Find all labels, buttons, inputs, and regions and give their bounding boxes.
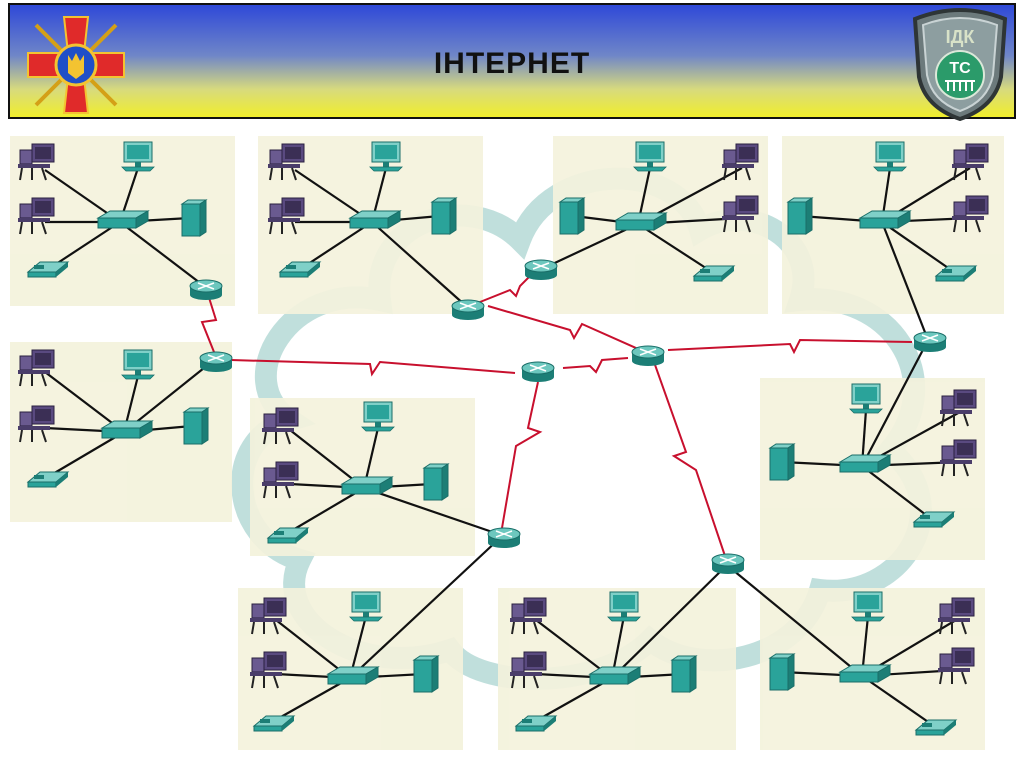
pc-icon[interactable] — [121, 349, 155, 380]
pc-icon[interactable] — [633, 141, 667, 172]
slide-header: ІНТЕРНЕТ ІДК ТС — [8, 3, 1016, 122]
switch-icon[interactable] — [859, 210, 911, 229]
switch-icon[interactable] — [839, 664, 891, 683]
router-icon[interactable] — [521, 361, 555, 383]
switch-icon[interactable] — [839, 454, 891, 473]
server-icon[interactable] — [559, 197, 585, 235]
switch-icon[interactable] — [97, 210, 149, 229]
switch-icon[interactable] — [101, 420, 153, 439]
pc-icon[interactable] — [607, 591, 641, 622]
router-icon[interactable] — [189, 279, 223, 301]
pc-icon[interactable] — [849, 383, 883, 414]
server-icon[interactable] — [423, 463, 449, 501]
router-icon[interactable] — [487, 527, 521, 549]
server-icon[interactable] — [431, 197, 457, 235]
pc-icon[interactable] — [873, 141, 907, 172]
router-icon[interactable] — [711, 553, 745, 575]
pc-icon[interactable] — [121, 141, 155, 172]
router-icon[interactable] — [199, 351, 233, 373]
router-icon[interactable] — [524, 259, 558, 281]
switch-icon[interactable] — [589, 666, 641, 685]
internet-diagram — [10, 136, 1004, 750]
switch-icon[interactable] — [327, 666, 379, 685]
server-icon[interactable] — [413, 655, 439, 693]
page-title: ІНТЕРНЕТ — [433, 47, 591, 80]
wan-links — [200, 271, 913, 557]
server-icon[interactable] — [183, 407, 209, 445]
institute-logo: ІДК ТС — [905, 7, 1015, 122]
switch-icon[interactable] — [615, 212, 667, 231]
pc-icon[interactable] — [851, 591, 885, 622]
armed-forces-emblem-icon — [27, 16, 125, 114]
switch-icon[interactable] — [341, 476, 393, 495]
logo-abbrev-top: ІДК — [946, 27, 976, 47]
logo-abbrev-bottom: ТС — [949, 60, 971, 77]
router-icon[interactable] — [913, 331, 947, 353]
server-icon[interactable] — [769, 443, 795, 481]
server-icon[interactable] — [181, 199, 207, 237]
server-icon[interactable] — [769, 653, 795, 691]
pc-icon[interactable] — [369, 141, 403, 172]
server-icon[interactable] — [787, 197, 813, 235]
pc-icon[interactable] — [361, 401, 395, 432]
switch-icon[interactable] — [349, 210, 401, 229]
pc-icon[interactable] — [349, 591, 383, 622]
server-icon[interactable] — [671, 655, 697, 693]
router-icon[interactable] — [451, 299, 485, 321]
router-icon[interactable] — [631, 345, 665, 367]
